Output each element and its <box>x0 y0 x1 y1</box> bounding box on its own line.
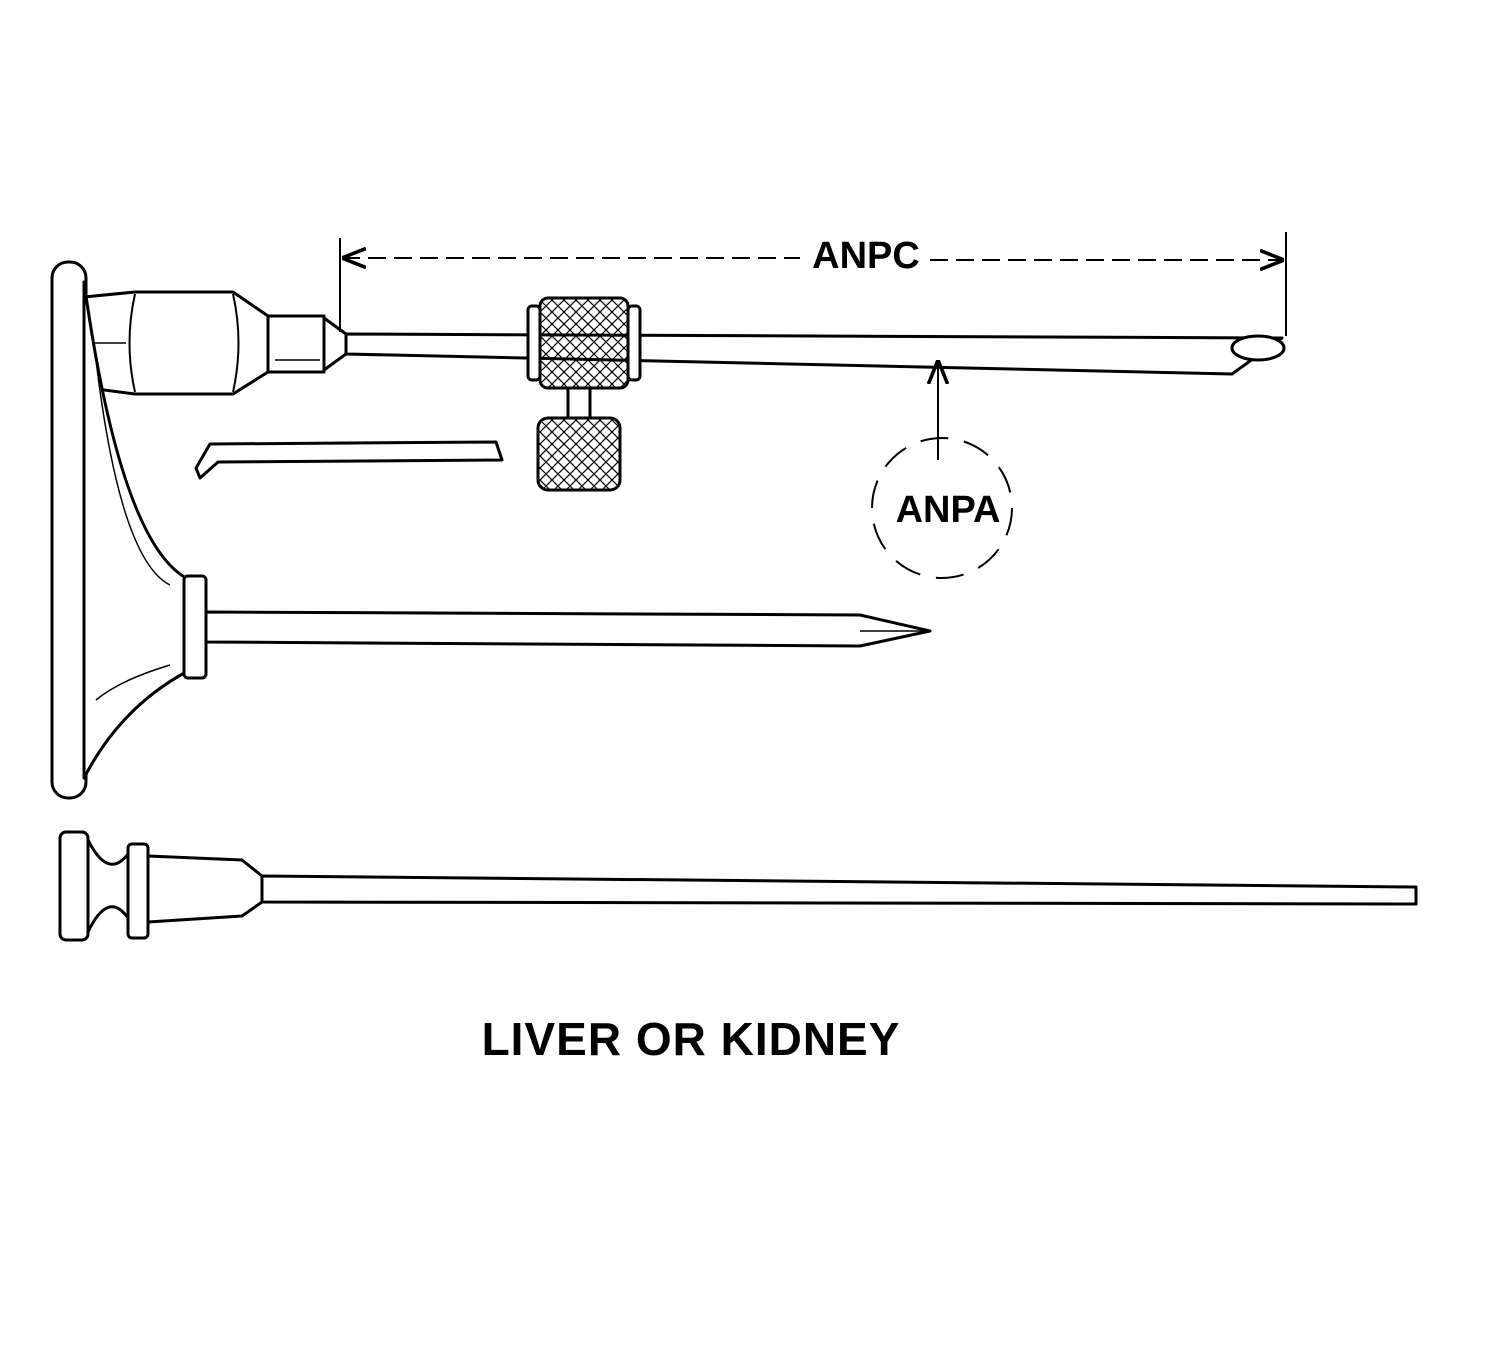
knurled-cap <box>536 416 622 492</box>
diameter-dimension <box>871 360 1013 579</box>
trocar-collar <box>182 574 208 680</box>
diameter-callout-circle <box>871 437 1013 579</box>
trocar <box>50 260 932 800</box>
diameter-dimension-label: ANPA <box>896 489 1001 531</box>
knurled-lock-ring <box>538 296 630 390</box>
trocar-shaft <box>204 610 932 648</box>
bent-stylet <box>194 440 504 480</box>
obturator-shaft <box>260 874 1418 906</box>
needle-collar <box>266 314 326 374</box>
needle-cannula <box>344 332 1284 376</box>
diagram-caption: LIVER OR KIDNEY <box>481 1013 901 1065</box>
length-dimension <box>339 232 1287 336</box>
trocar-funnel <box>82 280 188 780</box>
obturator-knob <box>58 830 90 942</box>
length-dimension-label: ANPC <box>812 235 920 277</box>
obturator <box>58 830 1418 942</box>
needle-bevel-tip <box>1230 334 1286 362</box>
trocar-handle-plate <box>50 260 88 800</box>
